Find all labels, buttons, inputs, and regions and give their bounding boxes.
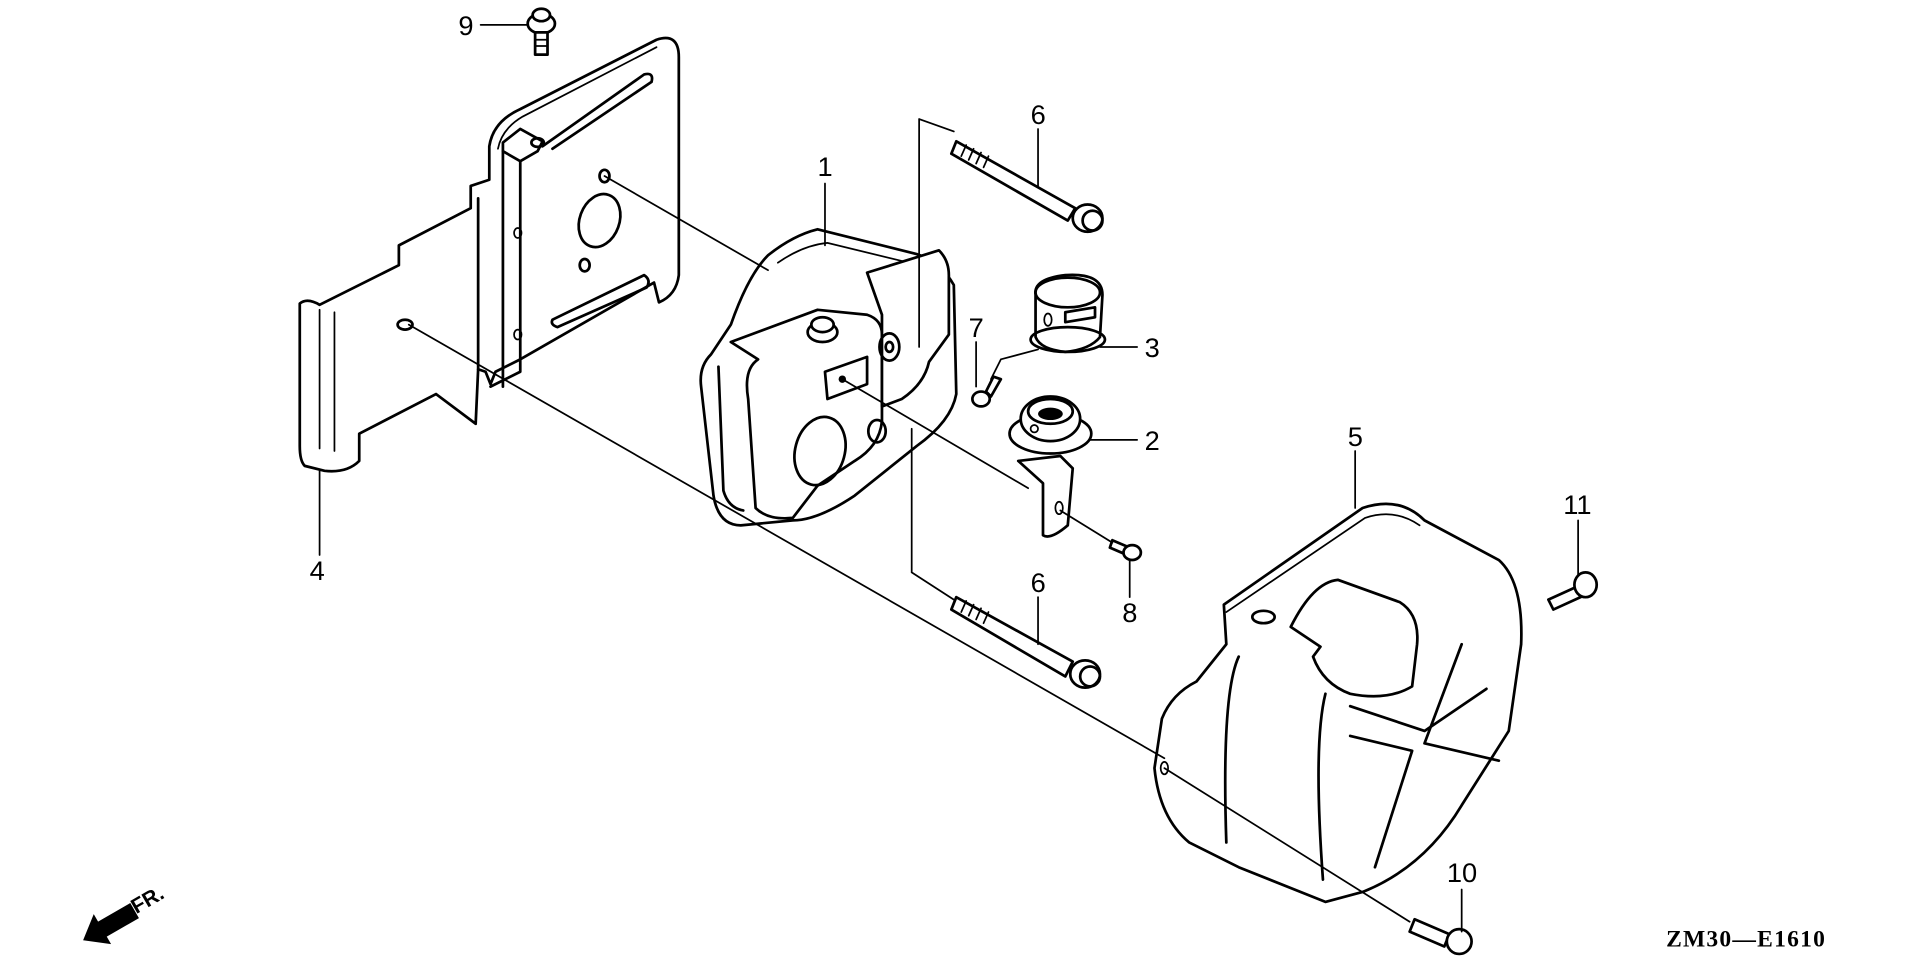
part-6-bolt-lower[interactable] (949, 595, 1102, 689)
part-2-arrester[interactable] (1008, 395, 1093, 538)
part-6-bolt-upper[interactable] (949, 139, 1104, 234)
callout-9[interactable]: 9 (458, 10, 473, 41)
part-3-cap[interactable] (1029, 273, 1107, 354)
drawing-code: ZM30—E1610 (1666, 926, 1826, 952)
part-9-bolt[interactable] (526, 7, 557, 56)
front-direction-arrow-icon (83, 903, 139, 945)
part-7-screw[interactable] (971, 375, 1003, 408)
assembly-lines (407, 118, 1411, 923)
part-1-muffler[interactable] (699, 227, 958, 527)
callout-1[interactable]: 1 (818, 151, 833, 182)
callout-4[interactable]: 4 (310, 555, 325, 586)
part-10-bolt[interactable] (1408, 917, 1473, 956)
leader-lines (318, 24, 1579, 933)
part-11-bolt[interactable] (1547, 571, 1599, 611)
callout-10[interactable]: 10 (1447, 857, 1477, 888)
part-4-bracket-plate[interactable] (298, 36, 681, 473)
callout-2[interactable]: 2 (1145, 425, 1160, 456)
callout-11[interactable]: 11 (1563, 489, 1591, 520)
part-8-screw[interactable] (1108, 538, 1143, 562)
callout-6-upper[interactable]: 6 (1031, 99, 1046, 130)
callout-7[interactable]: 7 (969, 312, 984, 343)
callout-3[interactable]: 3 (1145, 332, 1160, 363)
callout-8[interactable]: 8 (1122, 597, 1137, 628)
callout-5[interactable]: 5 (1348, 421, 1363, 452)
callout-6-lower[interactable]: 6 (1031, 567, 1046, 598)
part-5-protector[interactable] (1153, 502, 1523, 904)
